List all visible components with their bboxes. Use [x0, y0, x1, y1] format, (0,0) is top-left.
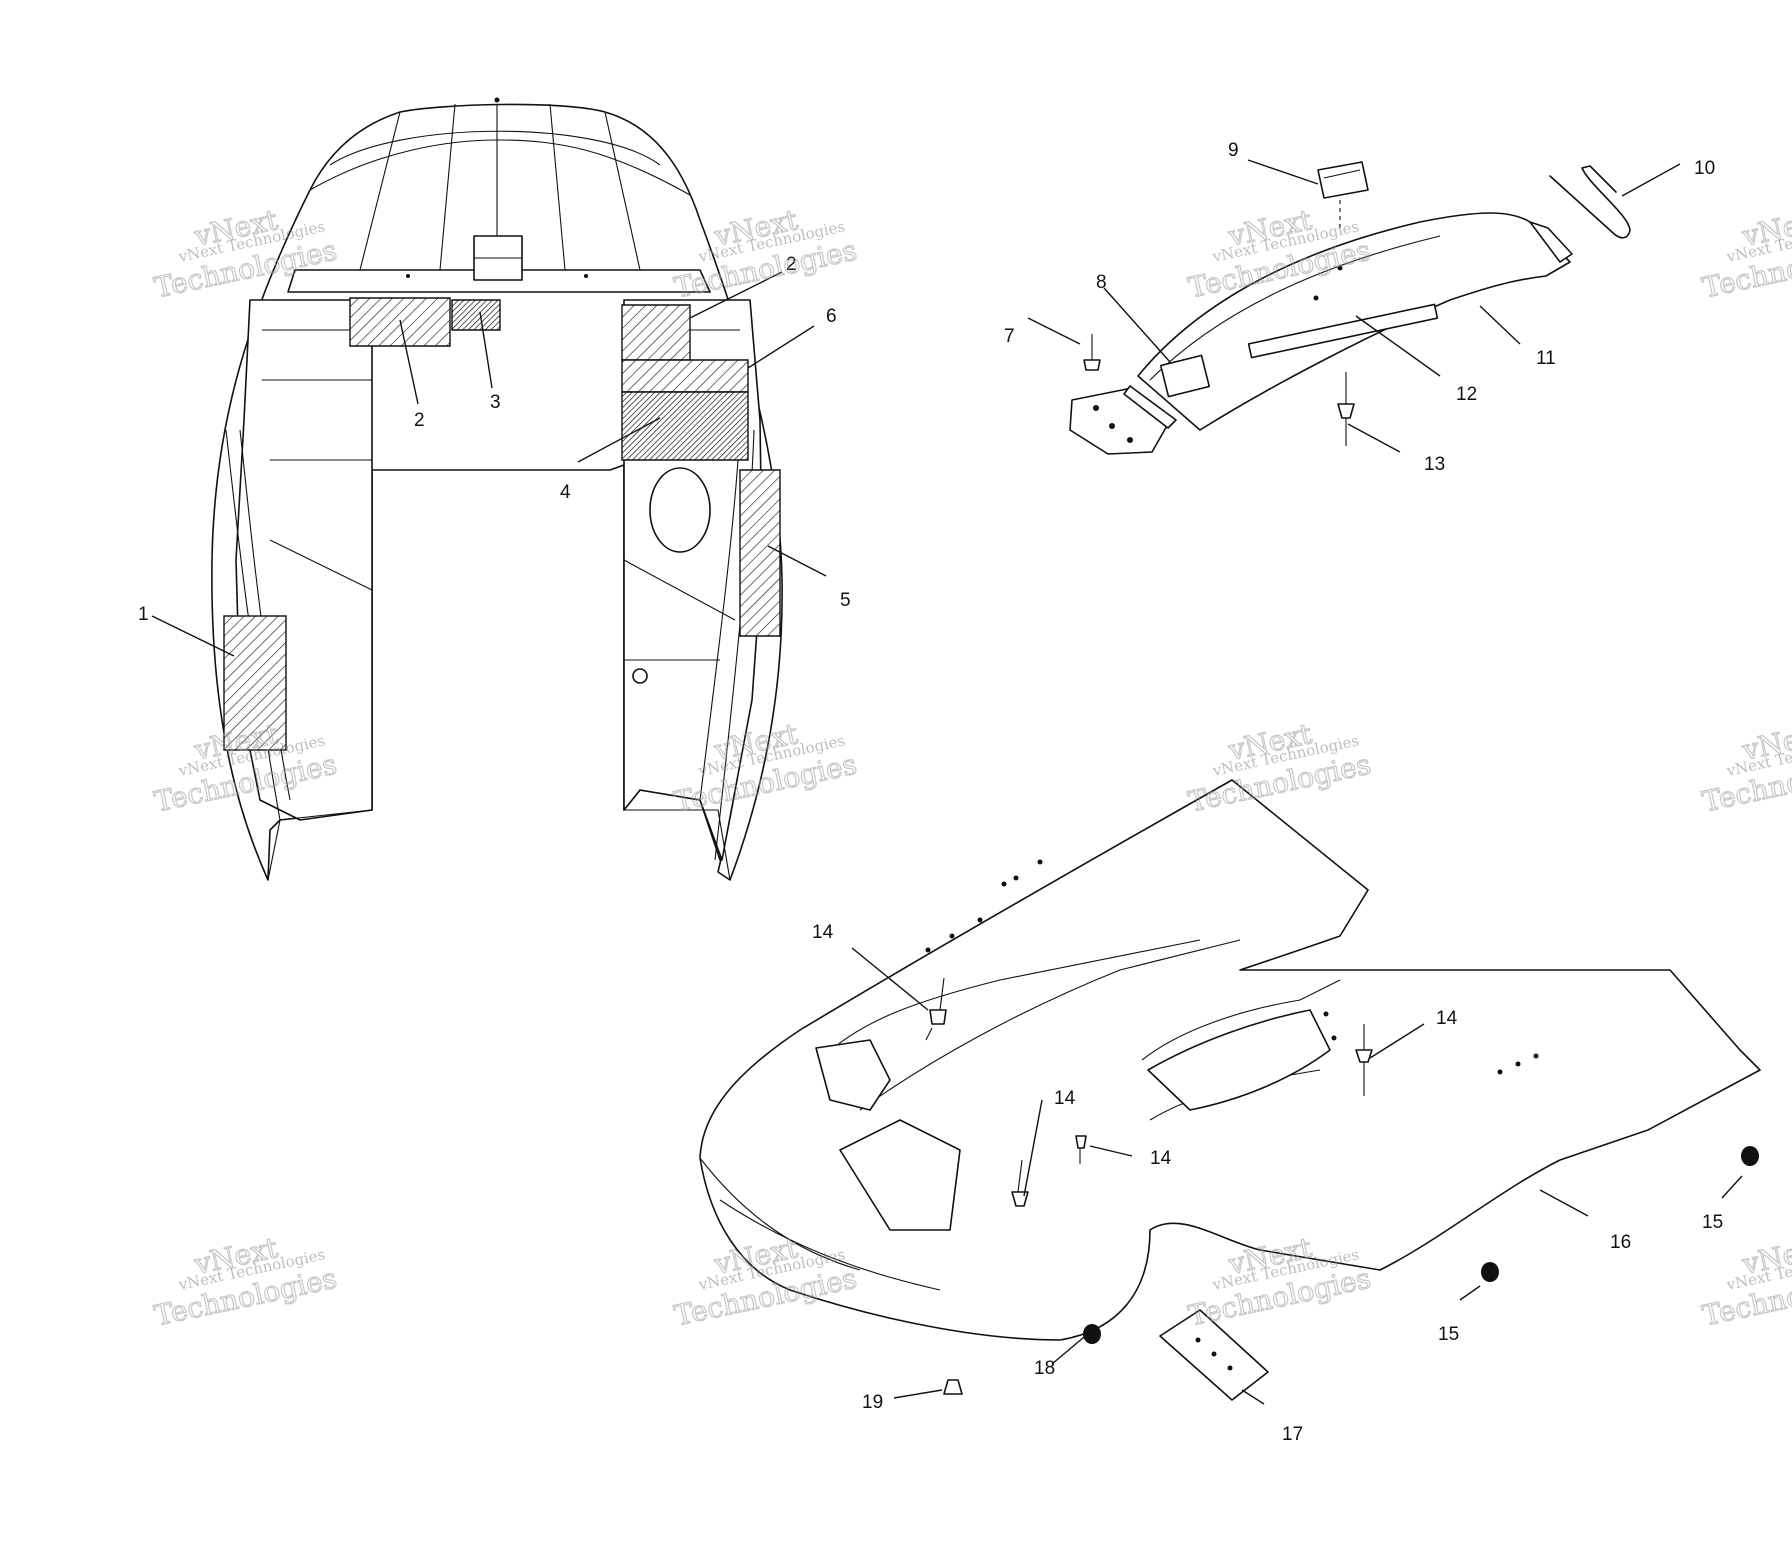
left-leaders	[151, 271, 827, 657]
decal-8	[1159, 354, 1211, 398]
clip-9	[1317, 161, 1369, 199]
callout-10: 10	[1694, 158, 1715, 179]
decal-pad-2-right	[621, 304, 691, 361]
decal-pad-4	[621, 391, 749, 461]
callout-4: 4	[560, 482, 571, 503]
callout-2b: 2	[786, 254, 797, 275]
decal-12	[1247, 303, 1439, 359]
callout-18: 18	[1034, 1358, 1055, 1379]
seat-panel-assembly	[1069, 161, 1631, 455]
callout-19: 19	[862, 1392, 883, 1413]
callout-14d: 14	[1150, 1148, 1172, 1169]
callout-8: 8	[1096, 272, 1107, 293]
callout-15b: 15	[1438, 1324, 1459, 1345]
callout-labels: 1 2 2 3 4 5 6 7 8 9 10 11 12 13 14 14 14…	[138, 140, 1723, 1445]
top-right-leaders	[1027, 159, 1681, 453]
callout-6: 6	[826, 306, 837, 327]
watermark-7: vNext vNext Technologies Technologies	[1185, 716, 1374, 819]
callout-17: 17	[1282, 1424, 1303, 1445]
callout-9: 9	[1228, 140, 1239, 161]
callout-14b: 14	[1436, 1008, 1458, 1029]
hinge-plate	[1069, 387, 1169, 455]
watermark-11: vNext vNext Technologies Technologies	[1185, 1230, 1374, 1333]
watermark-8: vNext vNext Technologies Technologies	[1699, 716, 1792, 819]
plug-19	[943, 1379, 963, 1395]
callout-7: 7	[1004, 326, 1015, 347]
belly-pan-rivets	[925, 859, 1539, 1075]
bottom-leaders	[851, 947, 1743, 1405]
decal-pad-6	[621, 359, 749, 393]
belly-pan-assembly	[699, 779, 1761, 1401]
callout-12: 12	[1456, 384, 1477, 405]
callout-2a: 2	[414, 410, 425, 431]
decal-pad-3	[451, 299, 501, 331]
bumper-15b	[1481, 1262, 1499, 1282]
fasteners-14	[925, 977, 1365, 1193]
callout-14c: 14	[1054, 1088, 1076, 1109]
decal-pad-1	[223, 615, 287, 751]
callout-11: 11	[1536, 348, 1556, 369]
callout-13: 13	[1424, 454, 1445, 475]
decal-pad-5	[739, 469, 781, 637]
callout-5: 5	[840, 590, 851, 611]
callout-3: 3	[490, 392, 501, 413]
callout-1: 1	[138, 604, 149, 625]
tunnel-cutout	[1147, 1009, 1331, 1111]
watermark-9: vNext vNext Technologies Technologies	[151, 1230, 340, 1333]
callout-14a: 14	[812, 922, 834, 943]
wire-10	[1549, 165, 1631, 239]
bumper-15a	[1741, 1146, 1759, 1166]
callout-16: 16	[1610, 1232, 1631, 1253]
hood-underside-assembly	[211, 97, 783, 881]
callout-15a: 15	[1702, 1212, 1723, 1233]
watermark-12: vNext vNext Technologies Technologies	[1699, 1230, 1792, 1333]
grommet-18	[1083, 1324, 1101, 1344]
watermark-4: vNext vNext Technologies Technologies	[1699, 202, 1792, 305]
